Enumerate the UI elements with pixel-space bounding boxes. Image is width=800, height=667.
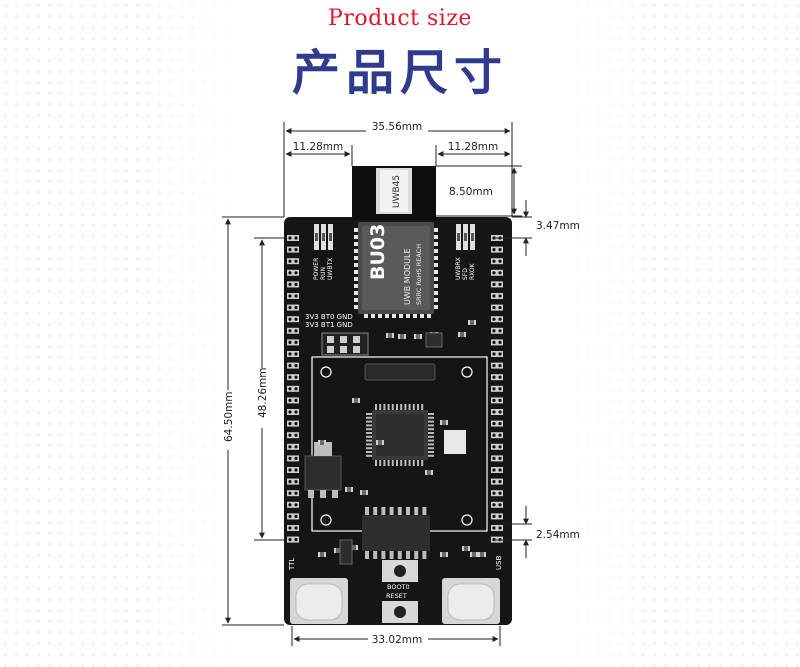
header-pins <box>287 235 503 543</box>
module-line2: SRRC RoHS REACH <box>415 244 423 305</box>
module-pad <box>399 313 403 318</box>
module-pad <box>354 263 359 267</box>
led-label-sfd: SFD <box>462 268 469 280</box>
module-pad <box>354 298 359 302</box>
right-led-labels: UWBRX SFD RXOK <box>455 257 476 280</box>
jumper-row1-label: 3V3 BT0 GND <box>305 313 353 321</box>
module-pad <box>433 256 438 260</box>
boot-label: BOOT0 <box>387 583 410 591</box>
jumper-pin <box>353 346 360 353</box>
jumper-pin <box>327 336 334 343</box>
module-pad <box>354 305 359 309</box>
dim-label-pin-pitch: 2.54mm <box>536 529 580 541</box>
module-pad <box>433 228 438 232</box>
module-pad <box>420 313 424 318</box>
mount-hole <box>320 514 332 526</box>
dim-label-pin-span: 48.26mm <box>257 367 269 418</box>
dim-label-board-height: 64.50mm <box>223 391 235 442</box>
uwb-module: BU03 UWB MODULE SRRC RoHS REACH <box>354 222 438 318</box>
antenna-label: UWB45 <box>392 175 402 208</box>
mount-hole <box>320 366 332 378</box>
module-pad <box>433 249 438 253</box>
usb-c-port-ttl <box>290 578 348 624</box>
module-pad <box>378 313 382 318</box>
reset-label: RESET <box>386 592 407 600</box>
jumper-pin <box>327 346 334 353</box>
dim-label-antenna-height: 8.50mm <box>449 186 493 198</box>
module-pad <box>433 235 438 239</box>
module-pad <box>406 313 410 318</box>
usb-serial-chip <box>362 507 430 559</box>
smd-components <box>318 320 486 565</box>
mcu-chip <box>366 404 434 466</box>
module-pad <box>354 235 359 239</box>
module-pad <box>413 313 417 318</box>
module-pad <box>433 242 438 246</box>
module-line1: UWB MODULE <box>403 248 412 305</box>
smd-ic <box>425 332 443 348</box>
module-pad <box>354 256 359 260</box>
crystal <box>364 363 436 381</box>
dim-label-top-margin: 3.47mm <box>536 220 580 232</box>
smd-ic <box>339 539 353 565</box>
jumper-pin <box>340 336 347 343</box>
jumper-pin <box>353 336 360 343</box>
module-pad <box>364 313 368 318</box>
module-pad <box>354 242 359 246</box>
jumper-pin <box>340 346 347 353</box>
module-pad <box>385 313 389 318</box>
boot-button[interactable] <box>382 560 418 582</box>
module-pad <box>433 284 438 288</box>
led-label-rxok: RXOK <box>469 262 476 280</box>
module-pad <box>354 249 359 253</box>
module-pad <box>392 313 396 318</box>
module-pad <box>427 313 431 318</box>
dim-label-left-offset: 11.28mm <box>293 141 344 153</box>
dim-label-total-width: 35.56mm <box>372 121 423 133</box>
uwb-antenna: UWB45 <box>352 166 436 220</box>
module-pad <box>433 270 438 274</box>
module-pad <box>354 284 359 288</box>
led-label-uwbrx: UWBRX <box>455 257 462 280</box>
mount-hole <box>461 366 473 378</box>
jumper-row2-label: 3V3 BT1 GND <box>305 321 353 329</box>
module-pad <box>433 305 438 309</box>
led-label-run: RUN <box>320 267 327 280</box>
crystal-oscillator <box>444 430 466 454</box>
left-led-labels: POWER RUN UWBTX <box>313 258 334 280</box>
status-leds <box>314 224 475 250</box>
voltage-regulator <box>304 442 342 498</box>
mount-hole <box>461 514 473 526</box>
module-pad <box>371 313 375 318</box>
module-pad <box>354 270 359 274</box>
ttl-label: TTL <box>288 558 296 571</box>
led-label-uwbtx: UWBTX <box>327 258 334 280</box>
usb-c-port-usb <box>442 578 500 624</box>
module-pad <box>354 277 359 281</box>
dim-label-bottom-width: 33.02mm <box>372 634 423 646</box>
led-label-power: POWER <box>313 258 320 280</box>
module-pad <box>433 298 438 302</box>
module-pad <box>354 291 359 295</box>
module-model: BU03 <box>367 224 389 280</box>
reset-button[interactable] <box>382 601 418 623</box>
module-pad <box>354 228 359 232</box>
module-pad <box>433 291 438 295</box>
usb-label: USB <box>495 555 503 570</box>
title-english: Product size <box>328 6 472 31</box>
module-pad <box>433 263 438 267</box>
title-chinese: 产品尺寸 <box>291 45 508 101</box>
module-pad <box>433 277 438 281</box>
dim-label-right-offset: 11.28mm <box>448 141 499 153</box>
